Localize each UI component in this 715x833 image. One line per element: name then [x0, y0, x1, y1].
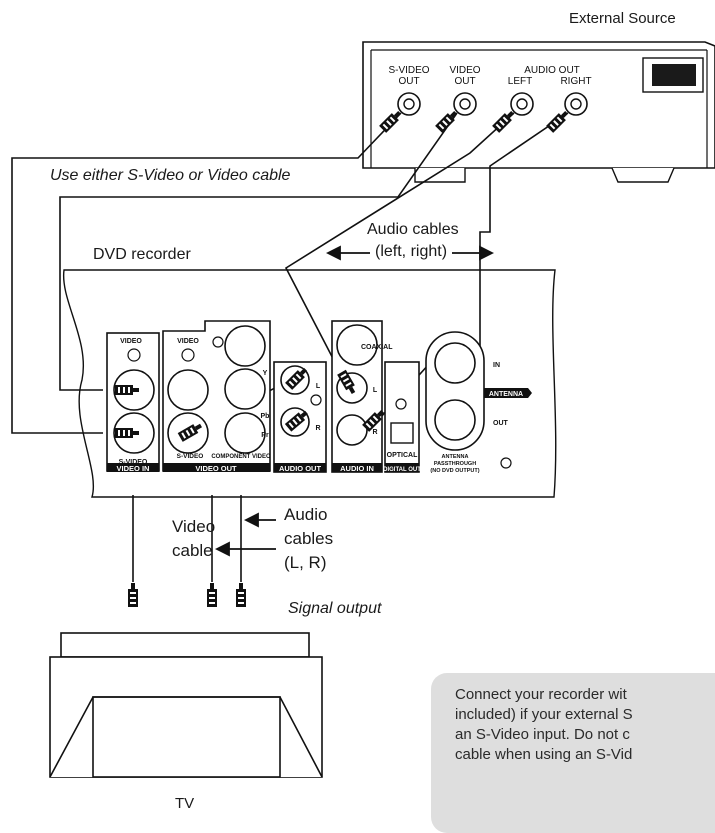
audio-out-l-label: L: [316, 383, 321, 390]
optical-label: OPTICAL: [387, 452, 418, 459]
video-out-video-label: VIDEO: [177, 338, 199, 345]
digital-out-label: DIGITAL OUT: [383, 467, 421, 473]
info-note-line-3: an S-Video input. Do not c: [455, 726, 630, 743]
info-note-line-4: cable when using an S-Vid: [455, 746, 633, 763]
tv-label: TV: [175, 795, 195, 812]
source-right-label: RIGHT: [560, 76, 591, 87]
audio-left-cable: [284, 112, 515, 373]
external-source-device: S-VIDEO OUT VIDEO OUT AUDIO OUT LEFT RIG…: [362, 41, 715, 183]
panel-svideo-label: S-VIDEO: [119, 459, 148, 466]
source-left-label: LEFT: [508, 76, 532, 87]
audio-cables-bottom-label-1: Audio: [284, 505, 328, 524]
component-video-label: COMPONENT VIDEO: [211, 454, 271, 460]
info-note: Connect your recorder wit included) if y…: [431, 673, 715, 833]
info-note-line-2: included) if your external S: [455, 706, 633, 723]
antenna-passthrough-label-1: ANTENNA: [442, 454, 469, 460]
antenna-in-label: IN: [493, 362, 500, 369]
signal-output-label: Signal output: [288, 600, 382, 617]
source-video-label: VIDEO: [449, 65, 480, 76]
use-either-label: Use either S-Video or Video cable: [50, 167, 291, 184]
audio-out-r-label: R: [315, 425, 320, 432]
video-in-label: VIDEO IN: [117, 464, 150, 473]
dvd-recorder-label: DVD recorder: [93, 246, 191, 263]
antenna-passthrough-label-3: (NO DVD OUTPUT): [430, 468, 479, 474]
tv-device: [49, 632, 323, 778]
arrow-right-head: [479, 245, 495, 261]
audio-cables-bottom-label-3: (L, R): [284, 553, 327, 572]
antenna-label: ANTENNA: [489, 391, 523, 398]
source-svideo-out-label: OUT: [398, 76, 419, 87]
audio-cables-top-sub-label: (left, right): [375, 243, 448, 260]
video-cable: [59, 112, 458, 391]
video-cable-label-2: cable: [172, 541, 213, 560]
video-out-svideo-label: S-VIDEO: [177, 453, 204, 460]
arrow-audio-top-head: [243, 512, 259, 528]
source-video-out-label: OUT: [454, 76, 475, 87]
source-audio-out-label: AUDIO OUT: [524, 65, 580, 76]
arrow-left-head: [325, 245, 341, 261]
y-label: Y: [263, 370, 268, 377]
audio-in-r-label: R: [372, 429, 377, 436]
arrow-audio-bottom-head: [214, 541, 230, 557]
pr-label: Pr: [261, 432, 269, 439]
external-source-label: External Source: [569, 10, 676, 27]
audio-cables-bottom-label-2: cables: [284, 529, 334, 548]
antenna-out-label: OUT: [493, 420, 509, 427]
audio-out-label: AUDIO OUT: [279, 464, 322, 473]
audio-in-l-label: L: [373, 387, 378, 394]
info-note-line-1: Connect your recorder wit: [455, 686, 627, 703]
svideo-cable: [11, 112, 402, 434]
antenna-passthrough-label-2: PASSTHROUGH: [434, 461, 476, 467]
video-cable-label-1: Video: [172, 517, 216, 536]
audio-in-label: AUDIO IN: [340, 464, 374, 473]
audio-cables-top-label: Audio cables: [367, 221, 459, 238]
arrows: [214, 245, 495, 557]
coaxial-label: COAXIAL: [361, 344, 393, 351]
dvd-recorder-device: VIDEO S-VIDEO VIDEO IN VIDEO Y Pb Pr S-V…: [62, 269, 557, 498]
panel-video-label: VIDEO: [120, 338, 142, 345]
pb-label: Pb: [261, 413, 270, 420]
video-out-label: VIDEO OUT: [195, 464, 237, 473]
source-svideo-label: S-VIDEO: [388, 65, 429, 76]
